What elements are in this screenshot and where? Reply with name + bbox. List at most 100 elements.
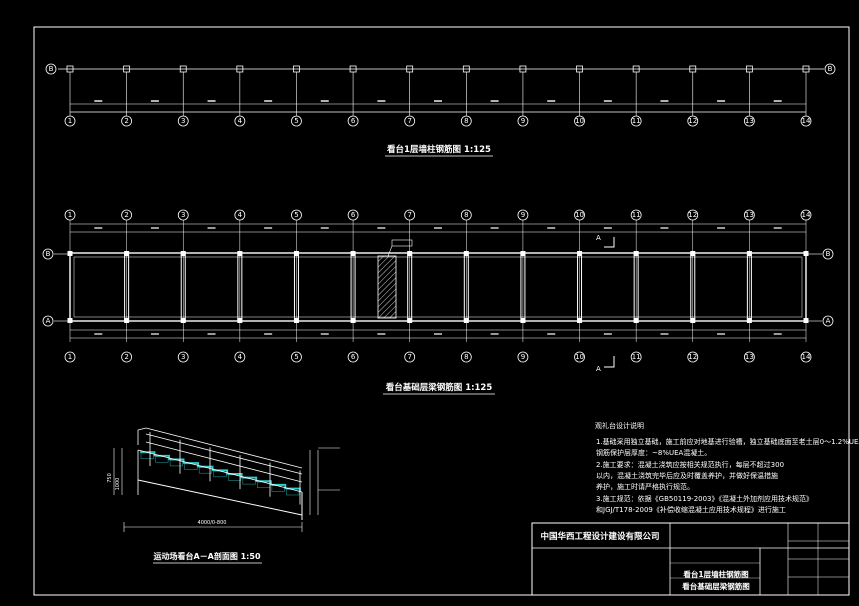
plan2-axis-label-bottom-10: 10 [575,353,584,361]
notes-heading: 观礼台设计说明 [595,421,644,430]
plan2-axis-bubble-top-7 [404,209,416,221]
sheet-border [33,26,850,596]
plan2-row-bubble-b-left [42,248,54,260]
plan2-axis-bubble-bottom-2 [121,351,133,363]
plan2-column-top-13 [746,251,752,256]
plan1-axis-bubble-13 [743,115,755,127]
plan2-column-bottom-12 [690,318,696,323]
plan1-row-bubble [45,63,57,75]
plan2-axis-bubble-bottom-7 [404,351,416,363]
plan2-axis-bubble-top-13 [743,209,755,221]
plan1-axis-label-13: 13 [745,117,754,125]
plan2-axis-label-top-9: 9 [521,211,525,219]
plan2-axis-bubble-top-14 [800,209,812,221]
stair-slab-bottom [137,479,303,516]
plan2-axis-bubble-top-10 [574,209,585,221]
plan2-axis-bubble-top-6 [347,209,359,221]
plan1-axis-bubble-2 [121,115,133,127]
plan2-column-bottom-8 [463,318,469,323]
plan2-axis-bubble-top-8 [460,209,472,221]
design-notes: 观礼台设计说明 1.基础采用独立基础，施工前应对地基进行验槽，独立基础底面至老土… [595,421,859,514]
plan2-axis-label-bottom-2: 2 [124,353,128,361]
plan2-axis-bubble-top-11 [630,209,642,221]
plan2-column-top-11 [633,251,639,256]
plan2-axis-bubble-bottom-8 [460,351,472,363]
plan2-column-bottom-3 [180,318,186,323]
title-block-grid [670,523,849,595]
plan2-axis-label-top-7: 7 [407,211,411,219]
plan1-axis-bubble-5 [291,115,302,127]
plan2-column-top-4 [237,251,243,256]
plan2-column-top-8 [463,251,469,256]
plan2-column-top-5 [293,251,299,256]
plan1-row-label-right: B [828,65,833,73]
plan2-row-bubble-a-right [822,315,834,327]
plan2-column-bottom-9 [520,318,526,323]
plan1-axis-label-3: 3 [181,117,185,125]
plan1-axis-bubble-12 [687,115,699,127]
plan2-column-bottom-14 [803,318,809,323]
plan1-axis-bubble-11 [630,115,642,127]
notes-line-5: 养护，施工时请严格执行规范。 [596,482,694,491]
plan2-axis-bubble-bottom-5 [291,351,302,363]
plan2-axis-label-top-2: 2 [124,211,128,219]
plan2-axis-label-bottom-8: 8 [464,353,468,361]
plan2-column-bottom-7 [407,318,413,323]
plan2-axis-label-bottom-3: 3 [181,353,185,361]
plan2-axis-label-top-10: 10 [575,211,584,219]
plan1-axis-bubble-3 [177,115,189,127]
plan1-row-label: B [49,65,54,73]
plan2-axis-label-top-8: 8 [464,211,468,219]
plan1-axis-label-9: 9 [521,117,525,125]
notes-line-1: 1.基础采用独立基础，施工前应对地基进行验槽，独立基础底面至老土层0～1.2%U… [596,437,859,446]
plan1-axis-label-2: 2 [124,117,128,125]
stair-step-2 [155,456,169,463]
plan2-column-top-10 [577,251,583,256]
section-mark-top [604,237,615,248]
plan2-axis-label-top-13: 13 [745,211,754,219]
notes-line-6: 3.施工规范：依据《GB50119-2003》《混凝土外加剂应用技术规范》 [596,494,813,503]
plan2-axis-bubble-top-1 [64,209,76,221]
plan2-axis-label-bottom-9: 9 [521,353,525,361]
plan1-axis-label-14: 14 [802,117,811,125]
plan2-axis-label-bottom-6: 6 [351,353,356,361]
plan2-axis-label-top-3: 3 [181,211,185,219]
plan2-axis-label-bottom-13: 13 [745,353,754,361]
section-bottom-dim: 4000/0-800 [198,520,227,526]
stair-steps [140,451,301,496]
section-mark-bottom-label: A [596,365,601,373]
plan2-axis-bubble-bottom-13 [743,351,755,363]
plan1-axis-label-10: 10 [575,117,584,125]
plan2-row-bubble-a-left [42,315,54,327]
plan2-column-top-3 [180,251,186,256]
plan2-axis-bubble-top-4 [234,209,246,221]
plan2-axis-bubble-bottom-11 [630,351,642,363]
plan2-axis-bubble-bottom-9 [517,351,529,363]
plan2-column-top-9 [520,251,526,256]
plan2-axis-bubble-top-12 [687,209,699,221]
plan2-column-bottom-5 [293,318,299,323]
plan2-axis-label-top-6: 6 [351,211,356,219]
plan2-title: 看台基础层梁钢筋图 1:125 [385,382,493,393]
plan2-column-top-12 [690,251,696,256]
plan1-axis-label-11: 11 [632,117,641,125]
plan1-axis-bubble-8 [460,115,472,127]
plan1-axis-bubble-10 [574,115,585,127]
plan1-axis-label-1: 1 [68,117,72,125]
plan2-axis-label-top-5: 5 [294,211,298,219]
notes-line-2: 钢筋保护层厚度：~8%UEA混凝土。 [596,448,711,457]
plan2-axis-bubble-bottom-4 [234,351,246,363]
section-left-dim-1: 750 [107,473,113,483]
plan2-row-label-a-left: A [46,317,51,325]
plan1-axis-bubble-4 [234,115,246,127]
plan1-axis-bubble-7 [404,115,416,127]
plan1-axis-bubble-6 [347,115,359,127]
notes-line-4: 以内，混凝土浇筑完毕后应及时覆盖养护，并做好保温措施 [596,471,778,480]
plan2-row-label-b-right: B [826,250,831,258]
plan2-axis-label-top-11: 11 [632,211,641,219]
